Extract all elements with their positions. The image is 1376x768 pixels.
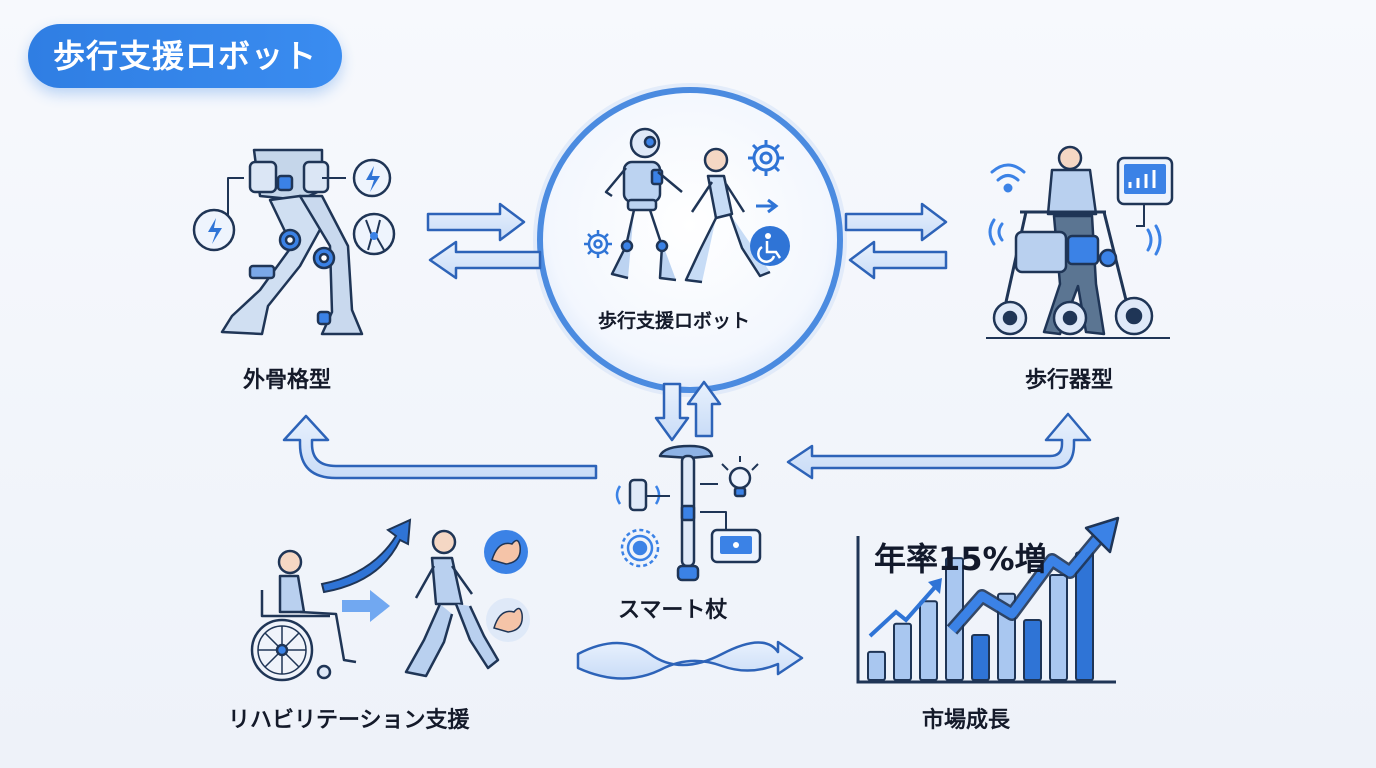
muscle-icon [486,598,530,642]
walker-label: 歩行器型 [1025,368,1114,393]
lightning-icon [352,158,392,198]
lightning-icon [192,208,236,252]
chart-bar [919,600,938,681]
knee-joint-icon [352,212,396,256]
forward-arrow-icon [756,198,779,214]
chart-bar [1023,619,1042,681]
market-chart [856,516,1120,684]
wheelchair-icon [250,549,357,682]
arrow-rehab-to-market [576,640,804,680]
chart-bar [1049,574,1068,681]
chart-bar [867,650,886,681]
arrow-cane-to-walker [786,412,1092,480]
arrow-cane-to-exo [282,414,598,480]
rehabilitation-label: リハビリテーション支援 [228,708,470,733]
vibration-icon [1146,224,1162,256]
smart-cane-illustration [658,444,727,582]
gear-icon [584,230,612,258]
chart-bar [893,622,912,681]
chart-bars [867,551,1094,681]
trend-line-small [868,584,938,638]
arrow-up-from-cane [686,380,722,438]
gear-icon [748,140,784,176]
page-title: 歩行支援ロボット [28,24,342,88]
exoskeleton-label: 外骨格型 [243,368,332,393]
center-hub [533,83,847,397]
device-display-icon [710,528,762,564]
wheelchair-accessibility-icon [750,226,790,266]
walker-illustration [986,145,1170,339]
wifi-icon [990,163,1026,193]
trend-arrowhead-large [1084,516,1120,554]
walking-person-icon [404,529,500,678]
center-label: 歩行支援ロボット [598,310,751,332]
monitor-chart-icon [1116,156,1174,227]
wearable-sensor-icon [615,478,670,512]
growth-rate-label: 年率15%増 [874,540,1047,578]
muscle-icon [484,530,528,574]
arrow-down-to-cane [654,382,690,442]
vibration-icon [620,528,660,568]
arrow-to-center-left [426,202,526,242]
transition-arrow-icon [342,590,390,622]
robot-icon [604,127,683,282]
lightbulb-icon [721,456,759,498]
chart-bar [971,634,990,681]
exoskeleton-illustration [220,148,364,336]
market-label: 市場成長 [922,708,1011,733]
progress-arrow-icon [320,518,412,594]
trend-arrowhead-small [928,578,942,594]
smart-cane-label: スマート杖 [618,598,728,623]
arrow-from-walker [848,240,948,280]
arrow-from-center-left [428,240,542,280]
arrow-to-walker [844,202,948,242]
vibration-icon [988,218,1004,246]
